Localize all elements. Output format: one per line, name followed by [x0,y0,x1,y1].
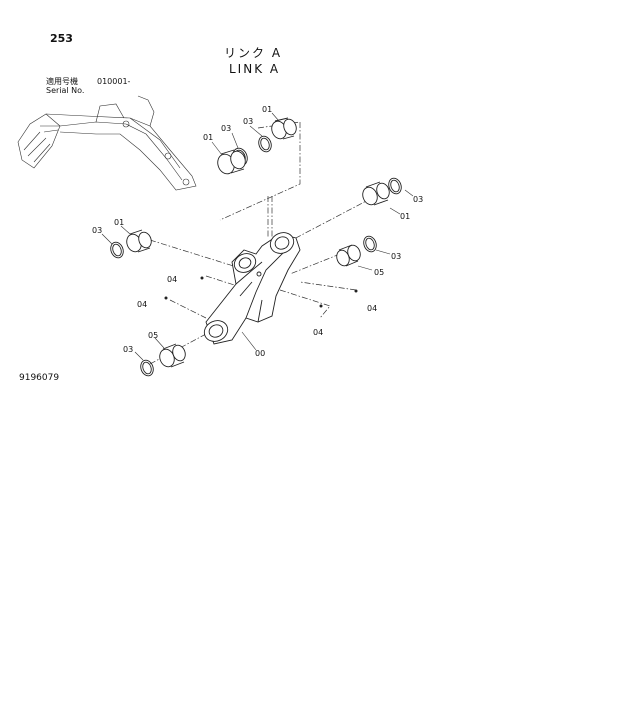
callout-04-a: 04 [167,275,177,284]
callout-01-right: 01 [400,212,410,221]
bushing-top [271,117,297,140]
callout-leaders [101,112,414,361]
serial-label-english: Serial No. [46,86,85,95]
serial-range: 010001- [97,77,131,86]
callout-03-bot: 03 [123,345,133,354]
assembly-lines [149,121,373,365]
ring-right-upper [388,177,402,195]
callout-05-rmid: 05 [374,268,384,277]
excavator-thumbnail-icon [17,95,197,191]
callout-00: 00 [255,349,265,358]
callout-04-b: 04 [137,300,147,309]
ring-left-mid [110,241,124,259]
bushing-right-upper [362,181,390,206]
callout-03-ring: 03 [243,117,253,126]
callout-01-left: 01 [203,133,213,142]
callout-04-c: 04 [367,304,377,313]
bushing-left-mid [126,229,152,253]
ring-top [258,135,272,153]
callout-04-d: 04 [313,328,323,337]
callout-01-top: 01 [262,105,272,114]
page-number: 253 [50,32,73,45]
link-body [203,232,301,345]
title-japanese: リンク A [224,46,283,60]
ring-right-mid [363,235,377,253]
callout-03-top: 03 [221,124,231,133]
callout-03-mid: 03 [92,226,102,235]
callout-05-bot: 05 [148,331,158,340]
callout-03-right: 03 [413,195,423,204]
title-english: LINK A [229,62,281,76]
bushing-bottom [159,343,186,368]
serial-label-japanese: 適用号機 [46,77,78,86]
bushing-right-mid [336,244,361,267]
callout-arrows [164,276,358,308]
callout-03-rmid: 03 [391,252,401,261]
bushing-top-left [217,149,246,175]
ring-bottom [140,359,154,377]
callout-01-mid: 01 [114,218,124,227]
drawing-number: 9196079 [19,373,60,383]
